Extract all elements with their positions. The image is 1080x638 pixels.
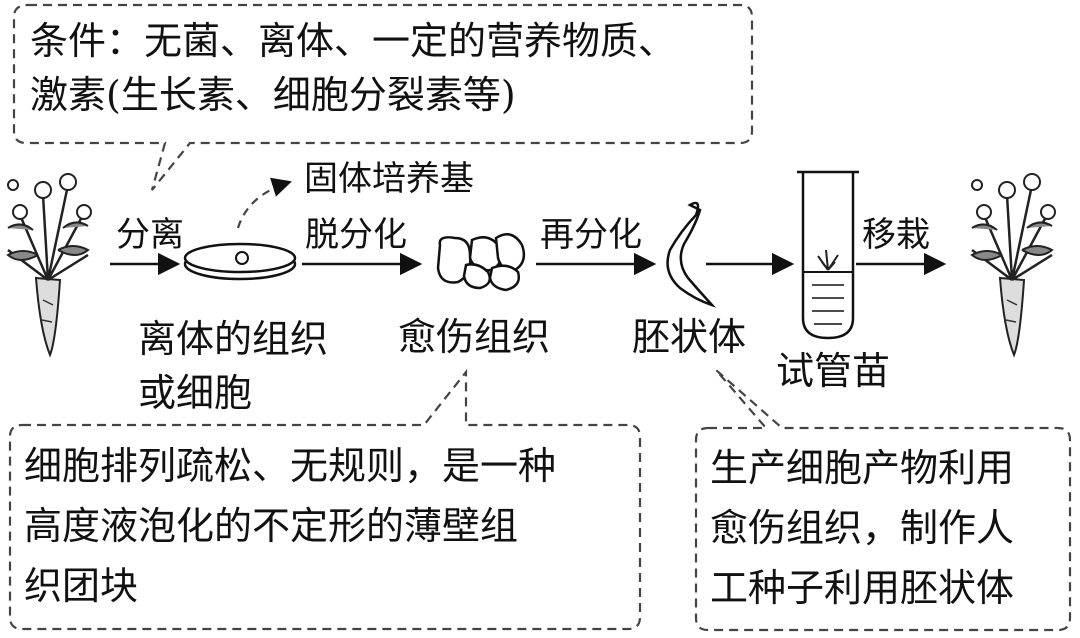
callus-description-text: 细胞排列疏松、无规则，是一种 高度液泡化的不定形的薄壁组 织团块	[24, 436, 556, 616]
callus-icon	[436, 233, 526, 292]
conditions-line-1: 条件：无菌、离体、一定的营养物质、	[30, 19, 677, 63]
callus-label: 愈伤组织	[398, 315, 551, 359]
transplant-label: 移栽	[862, 215, 930, 255]
explant-line-2: 或细胞	[138, 371, 253, 415]
carrot-plant-left-icon	[6, 173, 92, 358]
uses-line-2: 愈伤组织，制作人	[710, 506, 1015, 550]
petri-dish-icon	[183, 242, 297, 281]
solid-medium-label: 固体培养基	[304, 159, 474, 199]
dedifferentiation-label: 脱分化	[305, 215, 407, 255]
conditions-text: 条件：无菌、离体、一定的营养物质、 激素(生长素、细胞分裂素等)	[30, 14, 676, 122]
uses-callout-box	[694, 369, 1072, 632]
embryoid-label: 胚状体	[632, 315, 747, 359]
callus-desc-line-3: 织团块	[24, 564, 139, 608]
arrow-to-solid-medium	[236, 177, 292, 229]
embryoid-icon	[666, 201, 717, 308]
uses-line-1: 生产细胞产物利用	[710, 446, 1015, 490]
redifferentiation-label: 再分化	[540, 215, 642, 255]
explant-label: 离体的组织 或细胞	[138, 312, 328, 420]
conditions-callout-box	[12, 3, 754, 191]
callus-callout-box	[8, 368, 642, 631]
plantlet-label: 试管苗	[776, 349, 891, 393]
carrot-plant-right-icon	[970, 173, 1056, 358]
callus-desc-line-1: 细胞排列疏松、无规则，是一种	[24, 444, 557, 488]
uses-line-3: 工种子利用胚状体	[710, 566, 1015, 610]
callus-desc-line-2: 高度液泡化的不定形的薄壁组	[24, 504, 519, 548]
explant-line-1: 离体的组织	[138, 317, 329, 361]
uses-text: 生产细胞产物利用 愈伤组织，制作人 工种子利用胚状体	[710, 438, 1014, 618]
conditions-line-2: 激素(生长素、细胞分裂素等)	[30, 73, 516, 117]
isolate-label: 分离	[116, 215, 184, 255]
test-tube-icon	[797, 170, 859, 340]
